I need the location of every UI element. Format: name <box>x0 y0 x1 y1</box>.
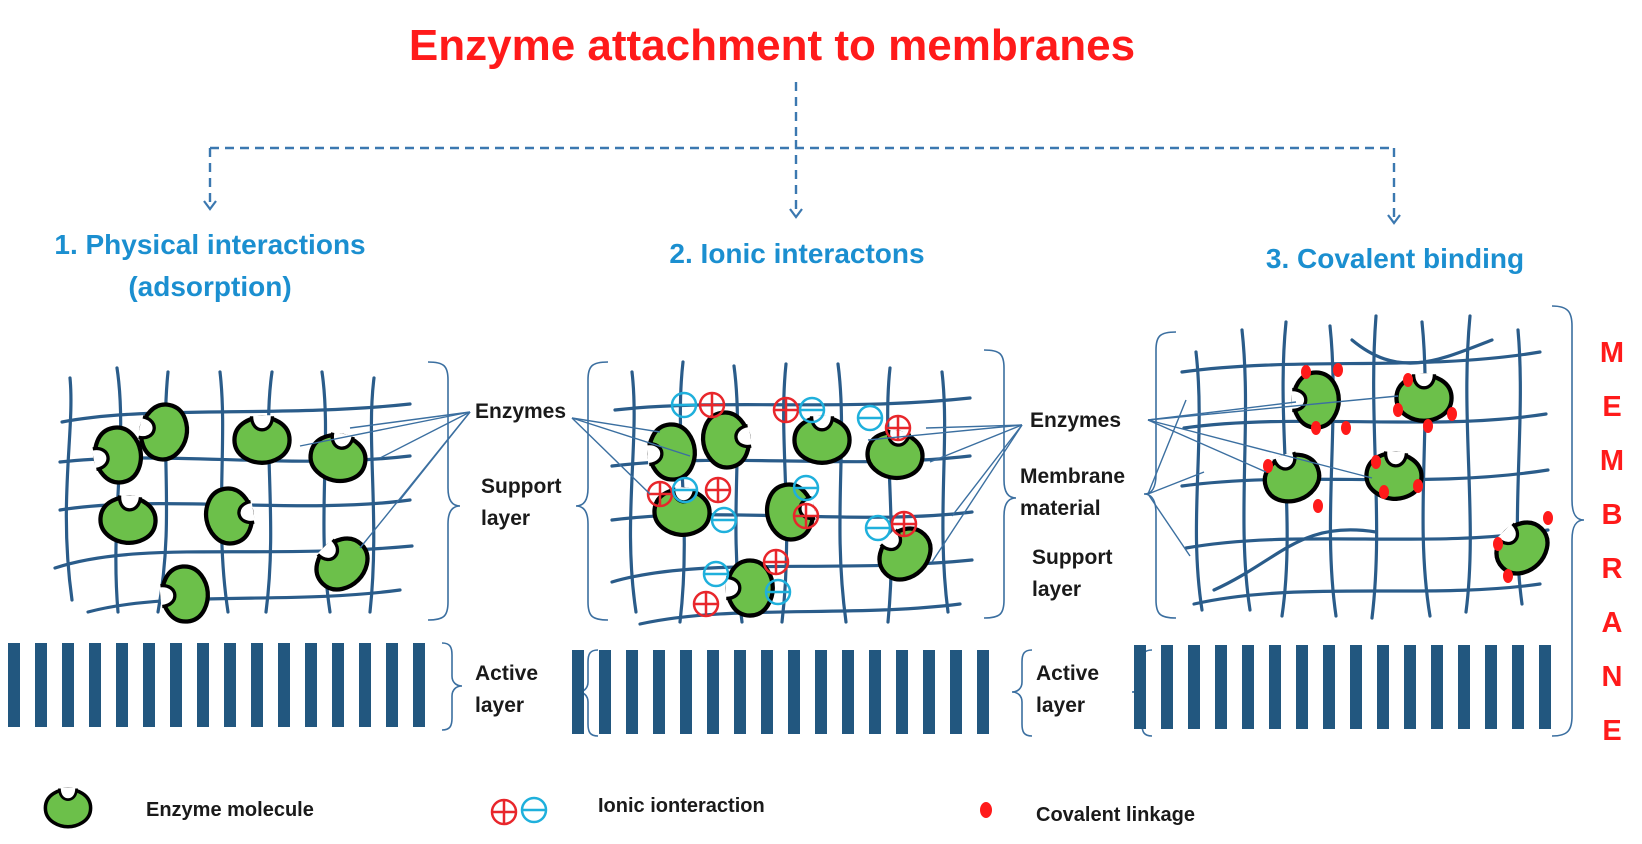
negative-charge-icon <box>764 578 792 606</box>
covalent-dot-icon <box>1503 569 1513 583</box>
label-support-1: Support <box>481 475 561 498</box>
connector-tree <box>203 82 1401 225</box>
label-active-2: Active <box>1036 662 1099 685</box>
panel-physical-active-layer <box>8 643 425 727</box>
page-title: Enzyme attachment to membranes <box>409 21 1135 70</box>
covalent-dot-icon <box>1393 403 1403 417</box>
label-membrane-material-2: material <box>1020 497 1101 520</box>
label-support-layer-3: layer <box>1032 578 1081 601</box>
membrane-letter: M <box>1600 445 1624 477</box>
enzyme-icon <box>89 424 145 487</box>
enzyme-icon <box>763 481 819 544</box>
negative-charge-icon <box>710 506 738 534</box>
panel-ionic-active-layer <box>572 650 989 734</box>
panel-ionic-leader-lines <box>571 417 1023 563</box>
method-heading-covalent: 3. Covalent binding <box>1266 243 1524 274</box>
membrane-letter: M <box>1600 337 1624 369</box>
label-membrane-material: Membrane <box>1020 465 1125 488</box>
label-support-layer-1: layer <box>481 507 530 530</box>
panel-covalent-leader-lines <box>1147 395 1399 557</box>
enzyme-icon <box>1291 372 1339 427</box>
covalent-dot-icon <box>1543 511 1553 525</box>
enzyme-icon <box>158 565 210 624</box>
method-heading-ionic: 2. Ionic interactons <box>669 238 924 269</box>
membrane-letter: B <box>1602 499 1623 531</box>
label-support-3: Support <box>1032 546 1112 569</box>
covalent-dot-icon <box>1333 363 1343 377</box>
positive-charge-icon <box>692 590 720 618</box>
membrane-letter: E <box>1602 715 1621 747</box>
positive-charge-icon <box>762 548 790 576</box>
enzyme-icon <box>305 527 378 600</box>
covalent-dot-icon <box>1301 365 1311 379</box>
membrane-vertical-label: M E M B R A N E <box>1600 337 1624 747</box>
covalent-dot-icon <box>980 802 992 818</box>
covalent-dot-icon <box>1313 499 1323 513</box>
negative-charge-icon <box>520 796 548 824</box>
enzyme-icon <box>234 415 289 463</box>
negative-charge-icon <box>864 514 892 542</box>
positive-charge-icon <box>704 476 732 504</box>
enzyme-icon <box>864 426 927 482</box>
enzyme-icon <box>202 485 258 548</box>
positive-charge-icon <box>792 502 820 530</box>
enzyme-icon <box>43 785 93 829</box>
panel-covalent-active-layer <box>1134 645 1551 729</box>
panel-covalent-network <box>1180 314 1550 620</box>
positive-charge-icon <box>698 391 726 419</box>
negative-charge-icon <box>856 404 884 432</box>
positive-charge-icon <box>890 510 918 538</box>
enzyme-icon <box>99 493 158 545</box>
membrane-letter: A <box>1602 607 1623 639</box>
positive-charge-icon <box>772 396 800 424</box>
method-heading-physical: 1. Physical interactions <box>54 229 365 260</box>
method-heading-physical-sub: (adsorption) <box>128 271 291 302</box>
panel-covalent-linkages <box>1263 363 1553 583</box>
positive-charge-icon <box>490 798 518 826</box>
membrane-letter: R <box>1602 553 1623 585</box>
covalent-dot-icon <box>1371 455 1381 469</box>
label-enzymes-2: Enzymes <box>1030 409 1121 432</box>
panel-physical-leader-lines <box>299 411 471 549</box>
covalent-dot-icon <box>1341 421 1351 435</box>
membrane-letter: E <box>1602 391 1621 423</box>
covalent-dot-icon <box>1423 419 1433 433</box>
label-active-layer-2: layer <box>1036 694 1085 717</box>
enzyme-icon <box>794 415 849 463</box>
panel-covalent-enzymes <box>1258 372 1558 583</box>
panel-physical-network <box>53 366 414 614</box>
legend: Enzyme molecule Ionic ionteraction Coval… <box>43 785 1195 829</box>
covalent-dot-icon <box>1311 421 1321 435</box>
panel-physical-braces <box>427 361 463 731</box>
enzyme-icon <box>1258 445 1326 508</box>
covalent-dot-icon <box>1447 407 1457 421</box>
enzyme-icon <box>306 428 370 486</box>
negative-charge-icon <box>702 560 730 588</box>
covalent-dot-icon <box>1403 373 1413 387</box>
label-active-layer-1: layer <box>475 694 524 717</box>
legend-enzyme-molecule: Enzyme molecule <box>146 799 314 821</box>
covalent-dot-icon <box>1413 479 1423 493</box>
covalent-dot-icon <box>1379 485 1389 499</box>
membrane-letter: N <box>1602 661 1623 693</box>
positive-charge-icon <box>646 480 674 508</box>
panel-physical-enzymes <box>89 400 378 624</box>
label-enzymes-1: Enzymes <box>475 400 566 423</box>
legend-ionic-interaction: Ionic ionteraction <box>598 795 765 817</box>
label-active-1: Active <box>475 662 538 685</box>
negative-charge-icon <box>670 391 698 419</box>
legend-covalent-linkage: Covalent linkage <box>1036 804 1195 826</box>
covalent-dot-icon <box>1263 459 1273 473</box>
covalent-dot-icon <box>1493 537 1503 551</box>
